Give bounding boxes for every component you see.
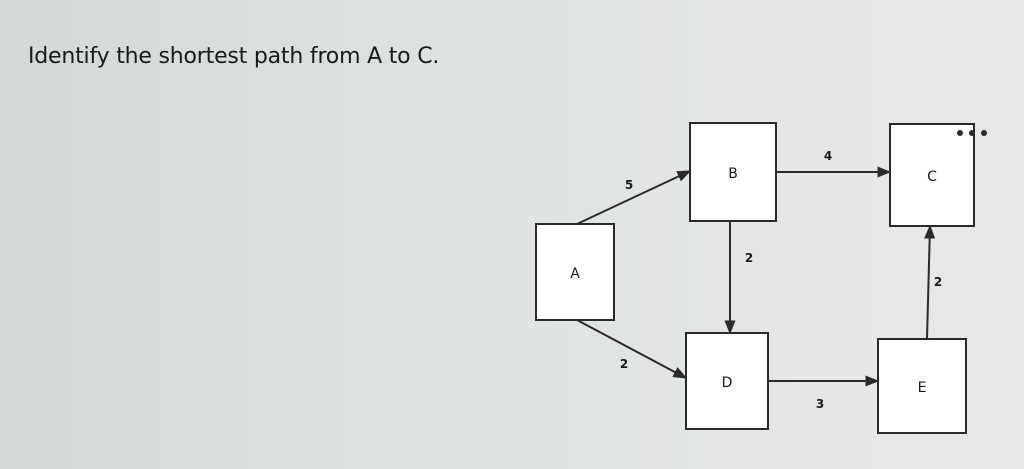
node-box-a: [535, 223, 615, 321]
node-a: A: [535, 223, 615, 321]
edge-e-c: [924, 224, 936, 340]
edge-weight-d-e: 3: [816, 397, 824, 411]
node-box-b: [689, 122, 777, 222]
question-text: Identify the shortest path from A to C.: [28, 44, 440, 69]
node-box-c: [889, 123, 975, 227]
edge-weight-b-d: 2: [745, 251, 753, 265]
more-dots-icon: [957, 130, 987, 136]
node-box-d: [685, 332, 769, 430]
node-c: C: [889, 123, 975, 227]
edge-weight-b-c: 4: [824, 149, 832, 163]
edges-layer: [576, 166, 936, 387]
edge-weight-a-d: 2: [620, 357, 628, 371]
node-e: E: [877, 338, 967, 434]
node-label-e: E: [918, 380, 927, 396]
edge-labels-layer: 5 2 4 2 3 2: [620, 149, 942, 411]
edge-weight-e-c: 2: [934, 275, 942, 289]
node-label-c: C: [927, 169, 937, 185]
node-label-d: D: [722, 375, 733, 391]
node-label-a: A: [570, 266, 580, 282]
node-box-e: [877, 338, 967, 434]
node-b: B: [689, 122, 777, 222]
nodes-layer: A B C D E: [535, 122, 975, 434]
edge-a-b: [576, 170, 692, 225]
edge-weight-a-b: 5: [625, 178, 633, 192]
node-d: D: [685, 332, 769, 430]
node-label-b: B: [728, 166, 738, 182]
edge-a-d: [576, 319, 688, 379]
